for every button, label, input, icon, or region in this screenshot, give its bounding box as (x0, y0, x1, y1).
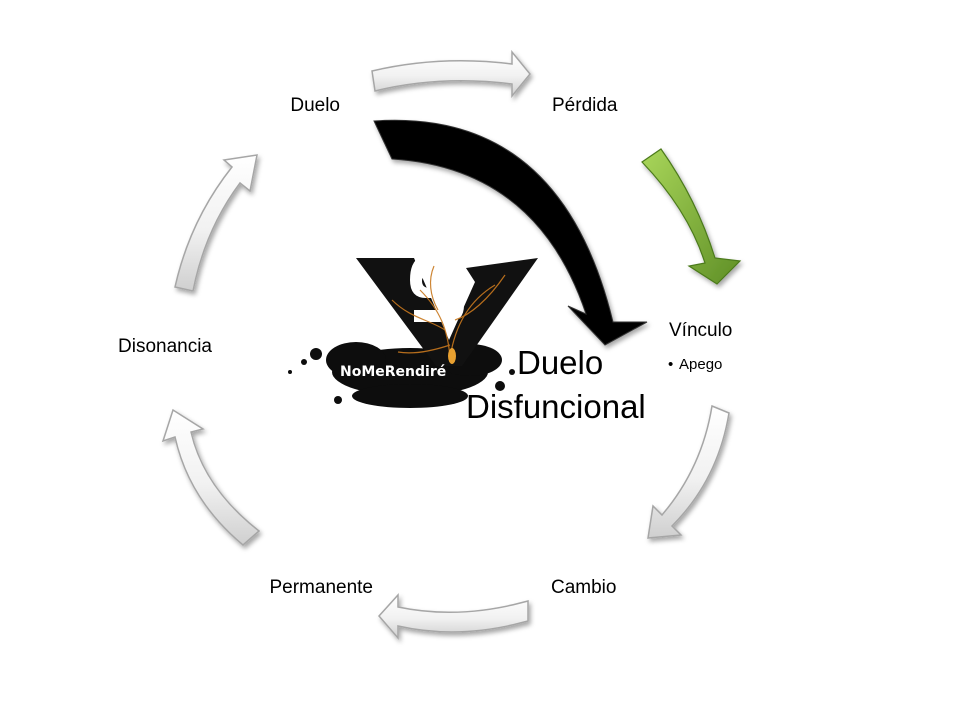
center-title-line-2: Disfuncional (466, 388, 646, 425)
node-cambio: Cambio (551, 577, 616, 598)
node-permanente: Permanente (269, 577, 373, 598)
node-perdida: Pérdida (552, 95, 618, 116)
node-duelo: Duelo (290, 95, 340, 116)
arrow-duelo-to-perdida (371, 49, 531, 99)
bullet-mark: • (668, 356, 673, 373)
arrow-permanente-to-disonancia (161, 408, 261, 546)
arrow-cambio-to-permanente (377, 593, 529, 641)
node-disonancia: Disonancia (118, 336, 212, 357)
sv-ink-splash-logo (288, 257, 538, 408)
arrow-duelo-to-vinculo-shortcut (373, 119, 648, 346)
arrow-vinculo-to-cambio (647, 404, 730, 539)
arrow-perdida-to-vinculo-highlight (641, 148, 742, 285)
arrow-disonancia-to-duelo (174, 154, 258, 292)
vinculo-sub-bullet: Apego (679, 356, 722, 373)
center-title-line-1: Duelo (517, 344, 603, 381)
logo-brand-text: NoMeRendiré (340, 364, 446, 380)
node-vinculo: Vínculo (669, 320, 732, 341)
